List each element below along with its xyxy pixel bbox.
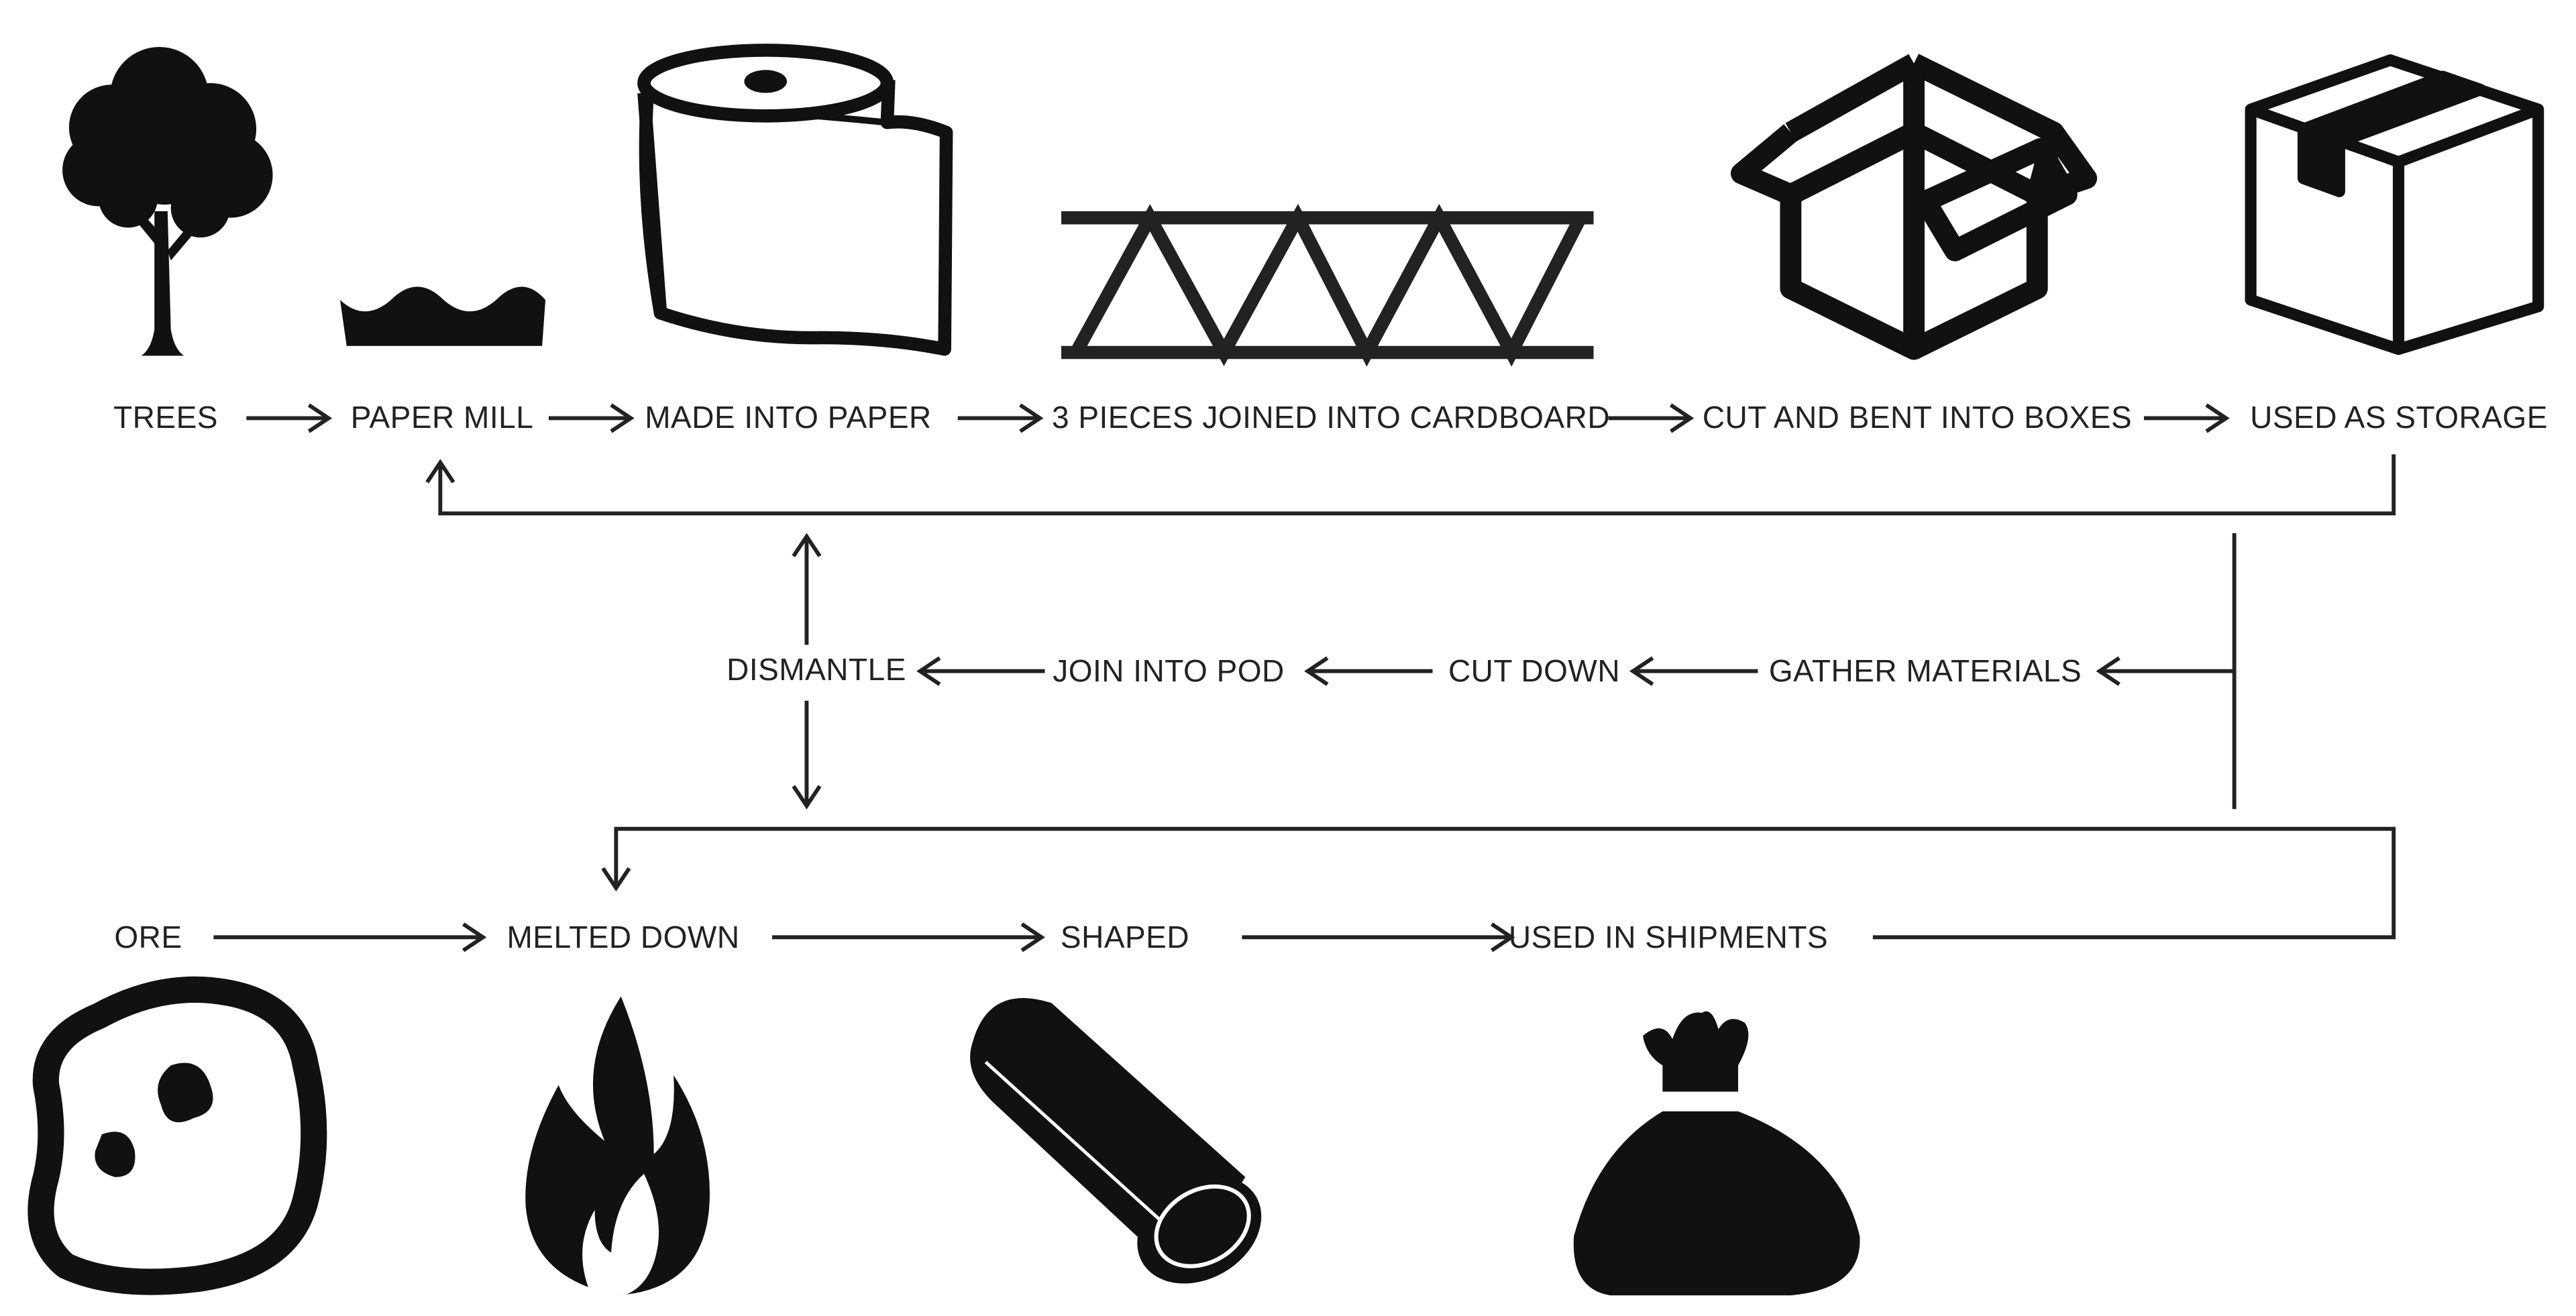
paper-roll-icon [637,44,953,356]
label-dismantle: DISMANTLE [727,652,906,687]
label-gather-materials: GATHER MATERIALS [1768,653,2082,688]
paper-flow-arrows [246,403,2396,516]
closed-box-icon [2245,54,2544,355]
label-shaped: SHAPED [1060,920,1190,954]
label-paper-mill: PAPER MILL [350,400,534,435]
label-made-into-paper: MADE INTO PAPER [645,400,932,435]
label-used-in-shipments: USED IN SHIPMENTS [1508,920,1829,954]
tree-icon [62,46,273,356]
sack-icon [1573,1011,1860,1296]
arrow-shipments-back-to-melt [601,826,2396,940]
label-cut-down: CUT DOWN [1448,653,1621,688]
metal-flow-arrows [213,826,2396,952]
label-storage: USED AS STORAGE [2250,400,2548,435]
metal-cylinder-icon [970,997,1262,1284]
pod-flow-arrows [792,533,2237,810]
corrugated-cardboard-icon [1061,203,1594,367]
label-ore: ORE [114,920,182,954]
arrow-storage-back-to-mill [425,454,2396,516]
label-melted-down: MELTED DOWN [506,920,740,954]
label-join-into-pod: JOIN INTO POD [1053,653,1285,688]
water-waves-icon [339,286,546,346]
label-trees: TREES [113,400,218,435]
open-box-icon [1731,54,2098,360]
ore-rock-icon [28,976,327,1295]
fire-icon [525,996,710,1296]
label-boxes: CUT AND BENT INTO BOXES [1702,400,2133,435]
label-cardboard: 3 PIECES JOINED INTO CARDBOARD [1051,400,1611,435]
